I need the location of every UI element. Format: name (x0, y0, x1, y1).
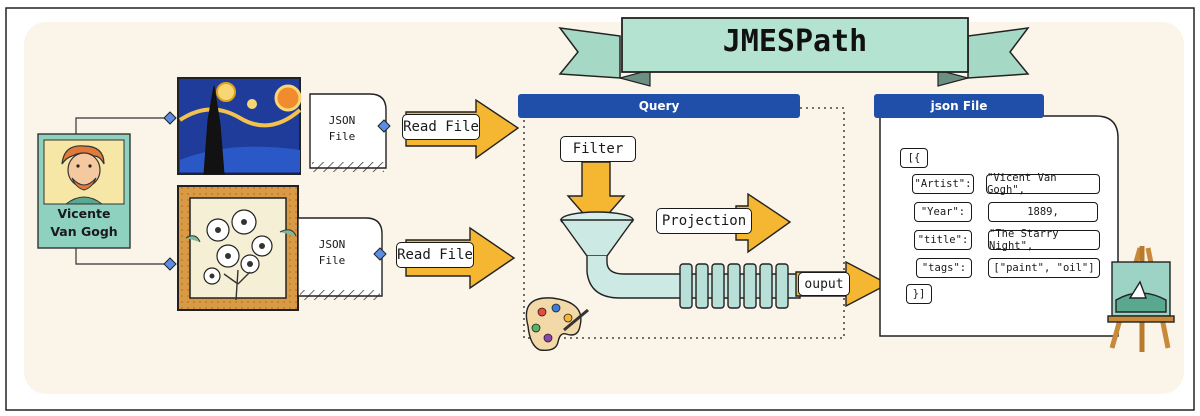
json-value: ["paint", "oil"] (988, 258, 1100, 278)
daisies-painting (177, 185, 299, 311)
artist-name-line1: Vicente (57, 206, 111, 221)
banner-title: JMESPath (722, 24, 868, 59)
connectors-left (75, 117, 166, 265)
json-file-card (297, 217, 383, 300)
connector-diamond (373, 247, 387, 261)
json-value: "The Starry Night", (988, 228, 1100, 252)
json-key: "Artist": (912, 174, 974, 194)
starry-night-painting (177, 77, 302, 175)
json-file-header: json File (874, 94, 1044, 118)
json-file-label-line1: JSON (318, 238, 346, 251)
json-key: "title": (914, 230, 972, 250)
palette-icon (525, 297, 589, 352)
json-key: "tags": (916, 258, 972, 278)
connector-diamond (163, 257, 177, 271)
projection-label: Projection (656, 208, 752, 234)
query-header: Query (518, 94, 800, 118)
json-value: "Vicent Van Gogh", (986, 172, 1100, 196)
read-file-label: Read File (396, 242, 474, 268)
connector-diamond (163, 111, 177, 125)
filter-label: Filter (560, 136, 636, 162)
json-file-label-line2: File (328, 130, 356, 143)
easel-icon (1107, 246, 1175, 352)
connector-diamond (377, 119, 391, 133)
banner-ribbon (558, 17, 1030, 87)
json-file-label-line1: JSON (328, 114, 356, 127)
query-frame (523, 107, 845, 339)
artist-name-line2: Van Gogh (50, 224, 118, 239)
artist-card (37, 133, 131, 249)
json-value: 1889, (988, 202, 1098, 222)
json-close-bracket: }] (906, 284, 932, 304)
json-file-label-line2: File (318, 254, 346, 267)
json-file-card (309, 93, 387, 172)
json-key: "Year": (914, 202, 972, 222)
read-file-label: Read File (402, 114, 480, 140)
json-open-bracket: [{ (900, 148, 928, 168)
output-label: ouput (798, 272, 850, 296)
